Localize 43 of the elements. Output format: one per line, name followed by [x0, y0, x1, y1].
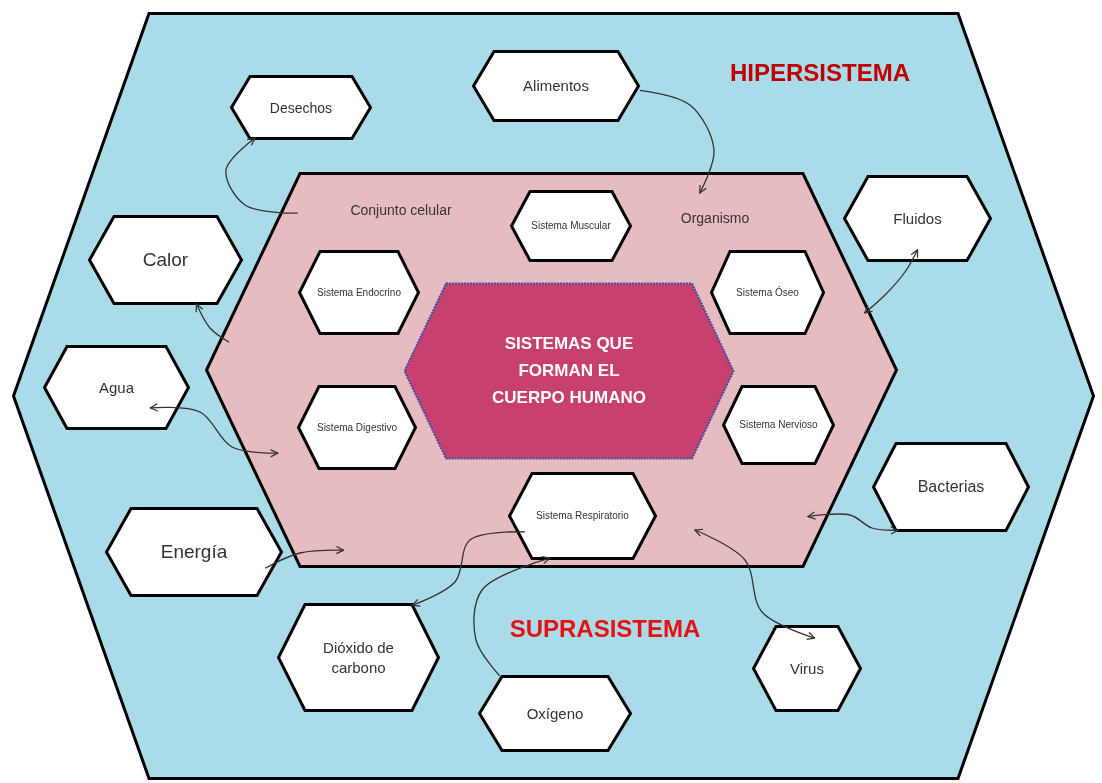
hexagon-node	[43, 345, 190, 430]
region-label: Organismo	[679, 210, 751, 228]
hexagon-node	[88, 215, 243, 305]
node-label: Oxígeno	[525, 703, 585, 724]
node-label: Calor	[141, 248, 190, 273]
node-label: Sistema Digestivo	[315, 420, 398, 435]
curved-arrow	[411, 531, 526, 607]
region-label: SUPRASISTEMA	[508, 614, 702, 644]
node-label: Sistema Respiratorio	[535, 509, 630, 523]
node-label: Agua	[97, 377, 135, 398]
node-label: Desechos	[268, 98, 334, 117]
hexagon-node	[297, 385, 417, 470]
hexagon-node	[508, 472, 657, 560]
hexagon-node	[752, 625, 862, 712]
curved-arrow	[864, 249, 919, 314]
node-label: Sistema Muscular	[530, 219, 612, 233]
node-label: Sistema Nervioso	[738, 418, 819, 432]
node-label: Bacterias	[916, 477, 986, 498]
curved-arrow	[639, 89, 715, 194]
hexagon-node	[298, 250, 420, 335]
curved-arrow	[473, 556, 551, 677]
node-label: Dióxido de carbono	[322, 637, 395, 678]
node-label: Energía	[159, 540, 229, 565]
node-label: Virus	[789, 658, 825, 679]
curved-arrow	[195, 303, 230, 343]
hexagon-region	[12, 12, 1095, 780]
curved-arrow	[225, 137, 299, 214]
node-label: Sistema Óseo	[735, 285, 800, 300]
hexagon-node	[710, 250, 825, 335]
node-label: Fluidos	[892, 208, 943, 229]
hexagon-node	[277, 603, 440, 712]
region-label: HIPERSISTEMA	[729, 58, 911, 88]
node-label: Alimentos	[522, 75, 590, 96]
curved-arrow	[807, 511, 899, 535]
curved-arrow	[149, 403, 279, 458]
title-label: SISTEMAS QUE FORMAN EL CUERPO HUMANO	[491, 333, 647, 410]
curved-arrow	[694, 528, 816, 640]
hexagon-node	[843, 175, 992, 262]
region-label: Conjunto celular	[349, 202, 453, 220]
curved-arrow	[264, 545, 345, 569]
hexagon-node	[722, 385, 835, 465]
node-label: Sistema Endocrino	[316, 285, 402, 300]
hexagon-node	[403, 282, 735, 460]
